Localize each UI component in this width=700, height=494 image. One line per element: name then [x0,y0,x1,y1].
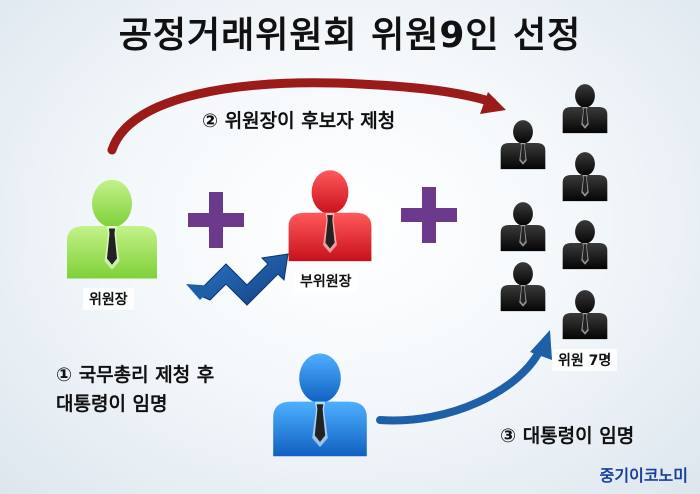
member-person-icon [562,84,608,134]
arrow-head-blue [530,330,552,360]
member-person-icon [500,202,546,252]
vice-chair-label: 부위원장 [294,270,358,292]
step2-label: ② 위원장이 후보자 제청 [202,110,396,132]
member-person-icon [500,262,546,312]
step1-label-line2: 대통령이 임명 [56,393,168,415]
member-person-icon [562,290,608,340]
member-person-icon [500,120,546,170]
arrow-head-left-blue [186,284,214,300]
plus-icon [401,187,457,243]
step3-label: ③ 대통령이 임명 [500,425,635,447]
president-person-icon [273,353,367,457]
member-person-icon [562,152,608,202]
arrow-chair-vice-check [195,253,289,306]
page-title: 공정거래위원회 위원9인 선정 [118,15,582,56]
step1-label-line1: ① 국무총리 제청 후 [56,364,215,386]
vice-chair-person-icon [288,170,372,262]
arrow-head-red [480,92,506,114]
members-label: 위원 7명 [552,349,618,371]
watermark-logo: 중기이코노미 [599,466,688,485]
arrow-president-to-members [376,346,544,425]
chair-label: 위원장 [83,288,134,310]
member-person-icon [562,220,608,270]
arrow-chair-to-members [107,78,497,155]
chair-person-icon [67,179,157,279]
plus-icon [188,192,244,248]
